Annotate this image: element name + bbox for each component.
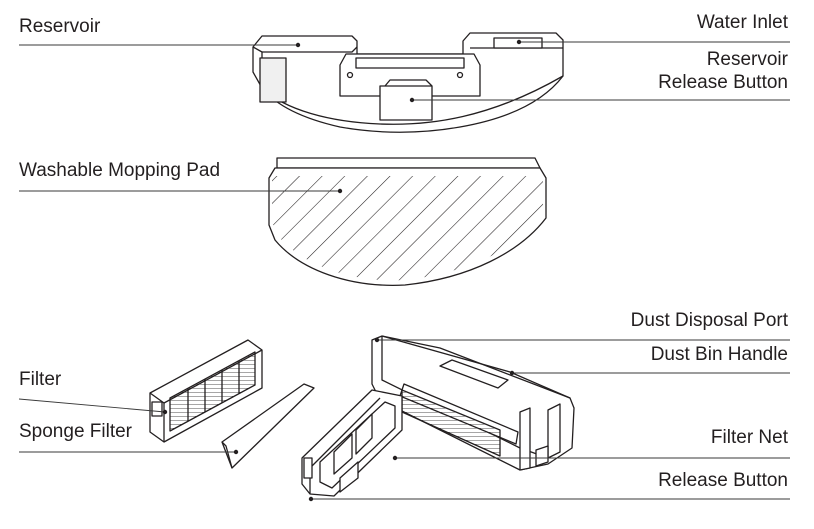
mopping-pad-drawing	[268, 157, 547, 286]
sponge-filter-drawing	[221, 383, 315, 469]
leader-dots	[162, 39, 522, 502]
label-dust-bin-handle: Dust Bin Handle	[650, 344, 788, 365]
reservoir-drawing	[252, 32, 564, 133]
label-filter-net: Filter Net	[710, 427, 788, 448]
leader-lines	[18, 41, 790, 500]
dust-bin-drawing	[301, 335, 575, 497]
label-filter: Filter	[19, 369, 62, 390]
label-washable-mopping-pad: Washable Mopping Pad	[19, 160, 221, 181]
leader-filter	[18, 398, 166, 413]
label-water-inlet: Water Inlet	[696, 12, 788, 33]
filter-drawing	[149, 339, 263, 443]
label-dust-disposal-port: Dust Disposal Port	[630, 310, 788, 331]
label-reservoir-release-line1: Reservoir	[706, 49, 788, 70]
label-reservoir: Reservoir	[19, 16, 101, 37]
label-release-button: Release Button	[658, 470, 788, 491]
label-sponge-filter: Sponge Filter	[19, 421, 133, 442]
label-reservoir-release-line2: Release Button	[658, 72, 788, 93]
